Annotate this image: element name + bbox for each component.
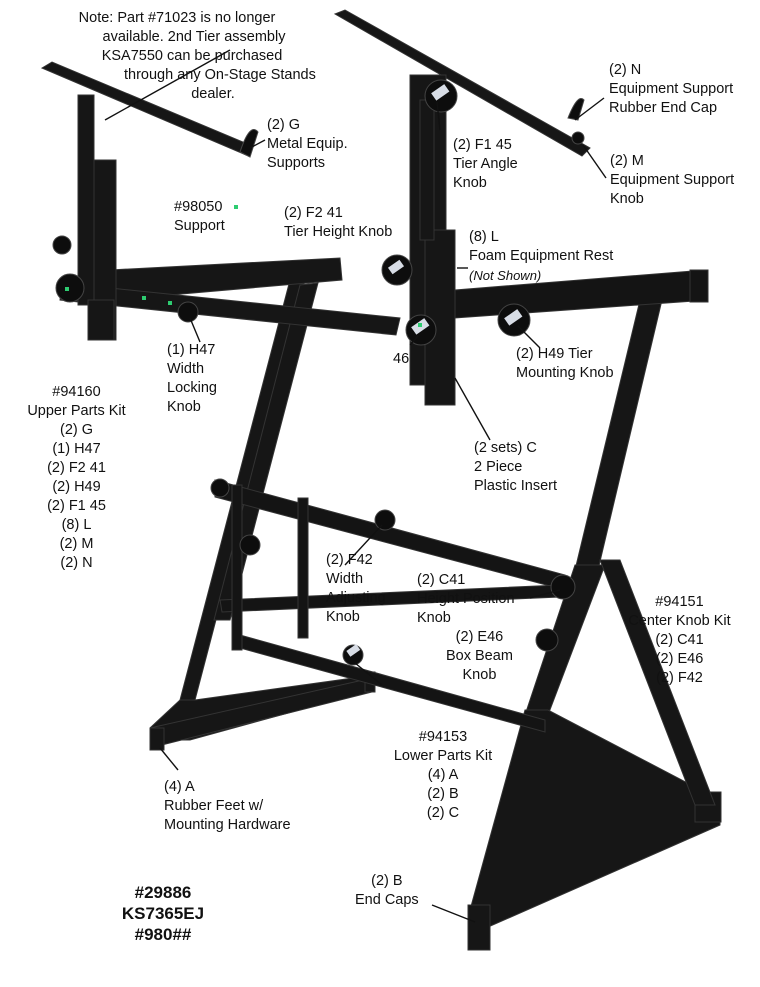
callout-46: 46 bbox=[393, 351, 410, 367]
callout-f2: (2) F2 41 Tier Height Knob bbox=[284, 204, 392, 242]
callout-n-desc-2: Rubber End Cap bbox=[609, 100, 718, 116]
model-number-3: #980## bbox=[134, 925, 192, 944]
callout-h47: (1) H47 Width Locking Knob bbox=[167, 341, 217, 417]
callout-h47-desc-3: Knob bbox=[167, 399, 201, 415]
callout-e46: (2) E46 Box Beam Knob bbox=[446, 628, 513, 685]
callout-f42-desc-1: Width bbox=[326, 571, 364, 587]
callout-g-desc-2: Supports bbox=[267, 155, 326, 171]
callout-support-part: #98050 bbox=[174, 199, 223, 215]
lower-kit-item: (4) A bbox=[427, 767, 459, 783]
callout-a-qty: (4) A bbox=[164, 779, 195, 795]
center-knob-kit: #94151 Center Knob Kit (2) C41 (2) E46 (… bbox=[617, 593, 742, 688]
callout-support-desc: Support bbox=[174, 218, 225, 234]
callout-c-qty: (2 sets) C bbox=[474, 440, 537, 456]
leader-lines bbox=[104, 49, 607, 923]
note-line-2: available. 2nd Tier assembly bbox=[102, 29, 286, 45]
callout-a-desc-2: Mounting Hardware bbox=[164, 817, 291, 833]
upper-left-frame bbox=[40, 61, 401, 341]
callout-f2-qty: (2) F2 41 bbox=[284, 205, 343, 221]
callout-n-desc-1: Equipment Support bbox=[609, 81, 734, 97]
callout-h49: (2) H49 Tier Mounting Knob bbox=[516, 345, 614, 383]
model-numbers: #29886 KS7365EJ #980## bbox=[108, 882, 218, 945]
callout-g-desc-1: Metal Equip. bbox=[267, 136, 348, 152]
callout-f1-qty: (2) F1 45 bbox=[453, 137, 512, 153]
upper-kit-item: (2) F2 41 bbox=[47, 460, 106, 476]
callout-b-desc: End Caps bbox=[355, 892, 419, 908]
callout-support: #98050 Support bbox=[174, 198, 225, 236]
upper-kit-item: (8) L bbox=[61, 517, 92, 533]
model-number-2: KS7365EJ bbox=[121, 904, 205, 923]
callout-f42-qty: (2) F42 bbox=[326, 552, 373, 568]
discontinued-note: Note: Part #71023 is no longer available… bbox=[52, 9, 316, 104]
callout-b: (2) B End Caps bbox=[355, 872, 419, 910]
upper-kit-item: (2) N bbox=[60, 555, 93, 571]
callout-l: (8) L Foam Equipment Rest (Not Shown) bbox=[469, 228, 613, 285]
callout-h47-desc-1: Width bbox=[167, 361, 205, 377]
z-frame-right bbox=[467, 299, 722, 951]
note-line-3: KSA7550 can be purchased bbox=[101, 48, 283, 64]
callout-c41-qty: (2) C41 bbox=[417, 572, 466, 588]
callout-e46-desc-2: Knob bbox=[462, 667, 497, 683]
callout-c-desc-2: Plastic Insert bbox=[474, 478, 557, 494]
lower-kit-title: Lower Parts Kit bbox=[393, 748, 493, 764]
callout-m-desc-2: Knob bbox=[610, 191, 644, 207]
center-kit-item: (2) F42 bbox=[656, 670, 703, 686]
callout-g: (2) G Metal Equip. Supports bbox=[267, 116, 348, 173]
upper-kit-item: (1) H47 bbox=[52, 441, 101, 457]
callout-c: (2 sets) C 2 Piece Plastic Insert bbox=[474, 439, 557, 496]
note-line-1: Note: Part #71023 is no longer bbox=[78, 10, 276, 26]
center-kit-item: (2) E46 bbox=[655, 651, 704, 667]
note-line-5: dealer. bbox=[191, 86, 235, 102]
green-markers bbox=[65, 205, 422, 327]
callout-n: (2) N Equipment Support Rubber End Cap bbox=[609, 61, 733, 118]
upper-kit-item: (2) M bbox=[59, 536, 94, 552]
callout-e46-desc-1: Box Beam bbox=[446, 648, 513, 664]
callout-f1: (2) F1 45 Tier Angle Knob bbox=[453, 136, 518, 193]
callout-b-qty: (2) B bbox=[371, 873, 403, 889]
center-kit-item: (2) C41 bbox=[655, 632, 704, 648]
callout-c41-desc-2: Knob bbox=[417, 610, 451, 626]
callout-n-qty: (2) N bbox=[609, 62, 642, 78]
callout-m: (2) M Equipment Support Knob bbox=[610, 152, 734, 209]
center-kit-number: #94151 bbox=[655, 594, 704, 610]
model-number-1: #29886 bbox=[134, 883, 192, 902]
lower-parts-kit: #94153 Lower Parts Kit (4) A (2) B (2) C bbox=[384, 728, 502, 823]
callout-h47-qty: (1) H47 bbox=[167, 342, 216, 358]
upper-kit-item: (2) F1 45 bbox=[47, 498, 106, 514]
center-kit-title: Center Knob Kit bbox=[628, 613, 731, 629]
callout-l-note: (Not Shown) bbox=[469, 268, 542, 283]
lower-kit-number: #94153 bbox=[418, 729, 468, 745]
upper-kit-number: #94160 bbox=[52, 384, 101, 400]
callout-m-qty: (2) M bbox=[610, 153, 644, 169]
callout-m-desc-1: Equipment Support bbox=[610, 172, 735, 188]
callout-f2-desc: Tier Height Knob bbox=[284, 224, 393, 240]
callout-h47-desc-2: Locking bbox=[167, 380, 217, 396]
note-line-4: through any On-Stage Stands bbox=[124, 67, 316, 83]
callout-h49-desc: Mounting Knob bbox=[516, 365, 614, 381]
callout-l-desc: Foam Equipment Rest bbox=[469, 248, 614, 264]
callout-l-qty: (8) L bbox=[469, 229, 499, 245]
lower-kit-item: (2) B bbox=[427, 786, 459, 802]
callout-a: (4) A Rubber Feet w/ Mounting Hardware bbox=[164, 778, 291, 835]
callout-a-desc-1: Rubber Feet w/ bbox=[164, 798, 264, 814]
callout-e46-qty: (2) E46 bbox=[455, 629, 504, 645]
callout-c41-desc-1: Height Position bbox=[417, 591, 515, 607]
lower-kit-item: (2) C bbox=[426, 805, 460, 821]
callout-g-qty: (2) G bbox=[267, 117, 301, 133]
upper-kit-item: (2) G bbox=[59, 422, 94, 438]
callout-f42-desc-2: Adjusting bbox=[326, 590, 386, 606]
callout-f42: (2) F42 Width Adjusting Knob bbox=[326, 551, 386, 627]
center-crossbars bbox=[214, 479, 566, 733]
upper-kit-title: Upper Parts Kit bbox=[27, 403, 126, 419]
callout-h49-qty: (2) H49 Tier bbox=[516, 346, 593, 362]
callout-f1-desc-1: Tier Angle bbox=[453, 156, 518, 172]
callout-f42-desc-3: Knob bbox=[326, 609, 360, 625]
callout-c-desc-1: 2 Piece bbox=[474, 459, 523, 475]
callout-f1-desc-2: Knob bbox=[453, 175, 487, 191]
callout-c41: (2) C41 Height Position Knob bbox=[417, 571, 515, 628]
upper-kit-item: (2) H49 bbox=[52, 479, 101, 495]
upper-parts-kit: #94160 Upper Parts Kit (2) G (1) H47 (2)… bbox=[19, 383, 134, 573]
